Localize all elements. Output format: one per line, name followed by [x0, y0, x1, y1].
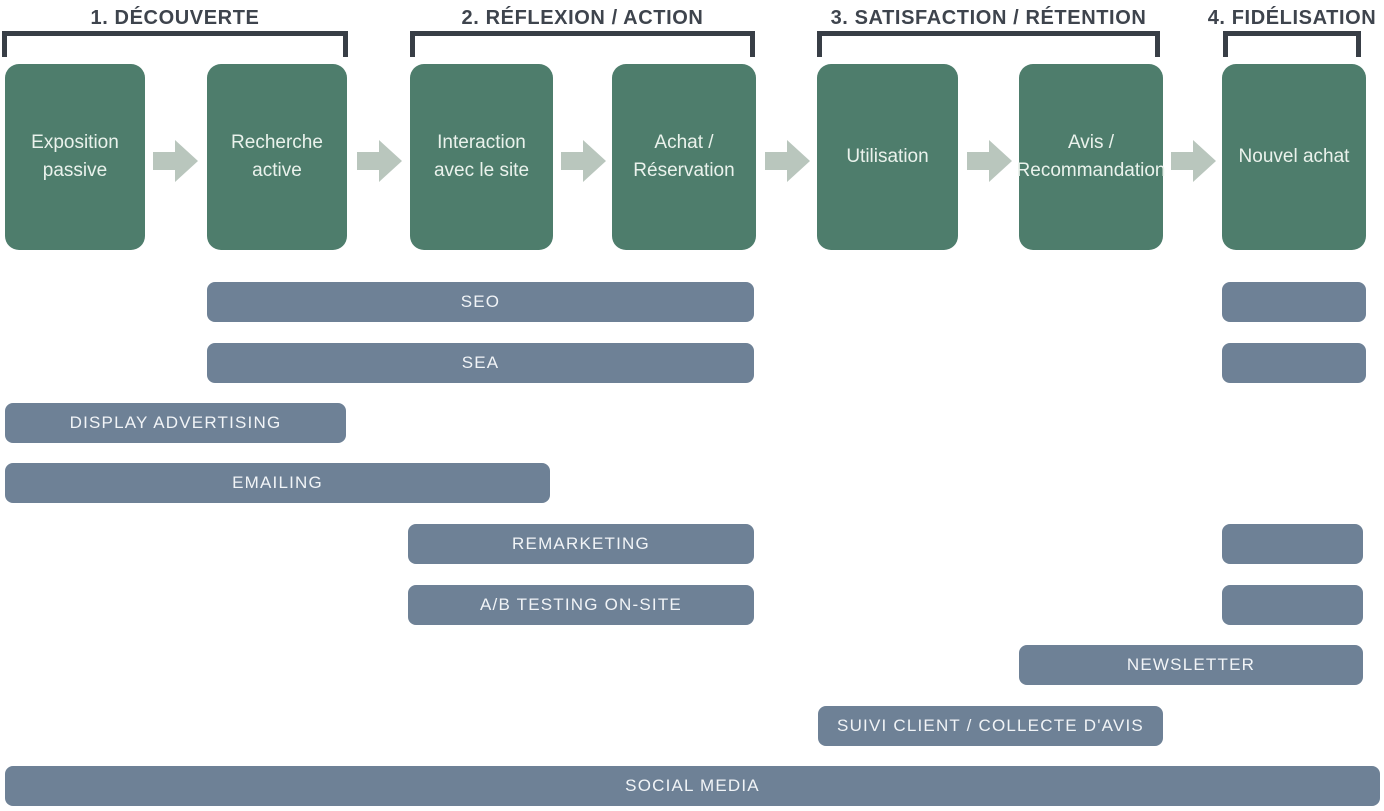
channel-bar-sea: SEA: [207, 343, 754, 383]
arrow-right-icon: [357, 140, 402, 182]
channel-bar-seo: SEO: [207, 282, 754, 322]
phase-bracket-decouverte: [2, 31, 348, 57]
arrow-right-icon: [153, 140, 198, 182]
channel-bar-sea-extension: [1222, 343, 1366, 383]
channel-bar-display-advertising: DISPLAY ADVERTISING: [5, 403, 346, 443]
arrow-right-icon: [967, 140, 1012, 182]
stage-box-interaction-site: Interaction avec le site: [410, 64, 553, 250]
channel-bar-newsletter: NEWSLETTER: [1019, 645, 1363, 685]
phase-bracket-fidelisation: [1223, 31, 1361, 57]
channel-bar-remarketing: REMARKETING: [408, 524, 754, 564]
channel-bar-ab-testing-extension: [1222, 585, 1363, 625]
phase-bracket-satisfaction: [817, 31, 1160, 57]
channel-bar-ab-testing: A/B TESTING ON-SITE: [408, 585, 754, 625]
stage-box-utilisation: Utilisation: [817, 64, 958, 250]
arrow-right-icon: [1171, 140, 1216, 182]
phase-label-decouverte: 1. DÉCOUVERTE: [90, 6, 260, 29]
phase-label-fidelisation: 4. FIDÉLISATION: [1207, 6, 1377, 29]
channel-bar-emailing: EMAILING: [5, 463, 550, 503]
phase-bracket-reflexion: [410, 31, 755, 57]
channel-bar-social-media: SOCIAL MEDIA: [5, 766, 1380, 806]
channel-bar-remarketing-extension: [1222, 524, 1363, 564]
stage-box-avis-recommandation: Avis / Recommandation: [1017, 64, 1165, 250]
stage-box-recherche-active: Recherche active: [207, 64, 347, 250]
channel-bar-seo-extension: [1222, 282, 1366, 322]
arrow-right-icon: [561, 140, 606, 182]
stage-box-achat-reservation: Achat / Réservation: [612, 64, 756, 250]
channel-bar-suivi-client: SUIVI CLIENT / COLLECTE D'AVIS: [818, 706, 1163, 746]
stage-box-nouvel-achat: Nouvel achat: [1222, 64, 1366, 250]
phase-label-reflexion: 2. RÉFLEXION / ACTION: [461, 6, 704, 29]
arrow-right-icon: [765, 140, 810, 182]
stage-box-exposition-passive: Exposition passive: [5, 64, 145, 250]
phase-label-satisfaction: 3. SATISFACTION / RÉTENTION: [830, 6, 1147, 29]
